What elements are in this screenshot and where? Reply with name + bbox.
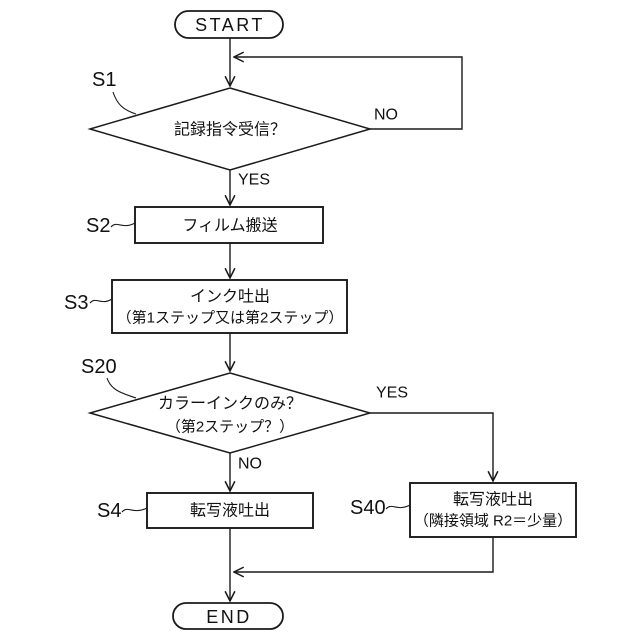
s20-step-label: S20 [81,356,117,378]
end-terminal-shape [172,602,284,630]
connector-s1-no-loopback [234,57,463,130]
s20-no-label: NO [238,456,262,473]
s20-text-line1: カラーインクのみ？ [158,395,302,413]
node-start: START [174,10,284,39]
start-label: START [195,15,265,35]
s4-step-label: S4 [97,500,121,522]
node-s40: 転写液吐出 （隣接領域 R2＝少量） S40 [350,482,577,538]
s40-process-box [409,482,577,538]
s4-text: 転写液吐出 [190,502,270,520]
node-s3: インク吐出 （第1ステップ又は第2ステップ） S3 [64,279,348,334]
connector-s20-yes-to-s40 [370,412,493,481]
s2-process-box [134,206,324,244]
s3-text-line2: （第1ステップ又は第2ステップ） [117,309,344,327]
s3-step-label: S3 [64,292,88,314]
node-s2: フィルム搬送 S2 [86,206,324,244]
s40-text-line1: 転写液吐出 [453,491,533,509]
s4-process-box [146,492,314,529]
node-s20: カラーインクのみ？ （第2ステップ？） S20 YES NO [81,356,408,473]
s3-leader-line [89,298,113,304]
s20-yes-label: YES [376,385,408,402]
s1-no-label: NO [374,107,398,124]
s4-leader-line [121,507,148,513]
s2-text: フィルム搬送 [182,217,277,235]
s3-text-line1: インク吐出 [190,288,270,306]
s1-yes-label: YES [238,172,270,189]
node-s4: 転写液吐出 S4 [97,492,314,529]
s20-text-line2: （第2ステップ？） [166,418,294,436]
s20-leader-line [106,377,137,399]
s1-step-label: S1 [92,69,116,91]
connector-s40-merge [234,537,494,572]
s1-text: 記録指令受信？ [174,121,286,139]
node-end: END [172,602,284,630]
s40-leader-line [385,504,411,510]
node-s1: 記録指令受信？ S1 YES NO [87,69,398,189]
s1-decision-diamond [87,87,373,171]
s1-leader-line [112,91,137,115]
s3-process-box [111,279,348,334]
s40-text-line2: （隣接領域 R2＝少量） [414,513,572,530]
s20-decision-diamond [87,372,373,454]
start-terminal-shape [174,10,284,39]
end-label: END [206,607,252,627]
s40-step-label: S40 [350,497,386,519]
s2-leader-line [110,222,136,228]
s2-step-label: S2 [86,215,110,237]
